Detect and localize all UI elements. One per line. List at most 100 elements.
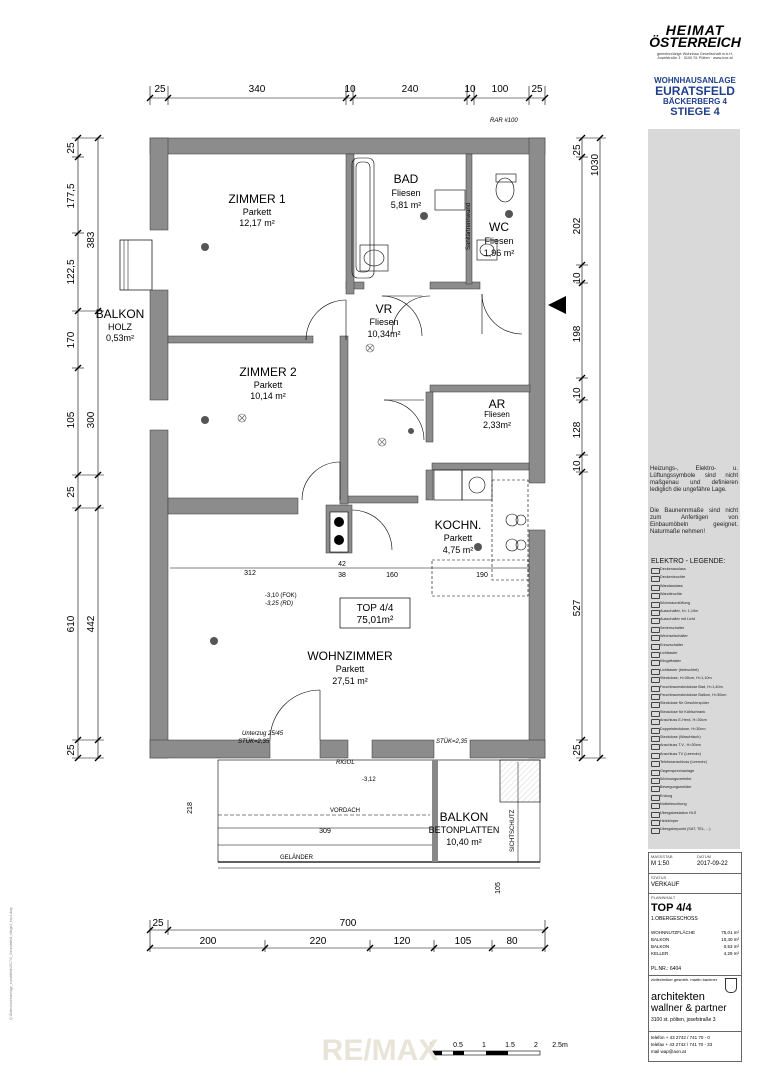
room-balkon-holz-name: BALKON: [96, 307, 145, 321]
balcony-wood: [119, 239, 153, 291]
dim-left-5: 25: [66, 486, 77, 498]
legend-item: Lichttaster (beleuchtet): [660, 667, 699, 672]
room-balkon-area: 10,40 m²: [446, 837, 482, 847]
room-balkon-name: BALKON: [440, 810, 489, 824]
note-symbols: Heizungs-, Elektro- u. Lüftungssymbole s…: [650, 466, 738, 493]
legend-symbol-icon: [651, 677, 660, 684]
dim-top-5: 100: [492, 84, 509, 95]
entry-arrow-icon: [548, 296, 566, 314]
room-bad-name: BAD: [394, 172, 419, 186]
mail: mail wap@aon.at: [651, 1049, 686, 1054]
chimney: [329, 511, 349, 553]
label-sichtschutz: SICHTSCHUTZ: [510, 809, 516, 852]
room-kochn-name: KOCHN.: [435, 518, 482, 532]
legend-item: Klingeltaster: [660, 659, 681, 664]
legend-symbol-icon: [651, 668, 660, 675]
grey-panel: [648, 129, 740, 849]
legend-symbol-icon: [651, 828, 660, 835]
scale-3: 1.5: [505, 1042, 515, 1049]
legend-symbol-icon: [651, 584, 660, 591]
dim-bottom-2: 120: [394, 936, 411, 947]
legend-item: Übergabepunkt (SAT, TEL, ...): [660, 827, 711, 832]
area-label: WOHNNUTZFLÄCHE: [651, 930, 695, 935]
legend-symbol-icon: [651, 601, 660, 608]
apartment-area: 75,01m²: [357, 615, 394, 626]
area-label: BALKON: [651, 944, 670, 949]
massstab-label: MASSSTAB: [651, 854, 673, 859]
dim-160: 160: [386, 572, 398, 579]
dim-right-7: 527: [572, 599, 583, 616]
area-label: BALKON: [651, 937, 670, 942]
label-vordach: VORDACH: [330, 808, 360, 814]
room-kochn-floor: Parkett: [444, 533, 473, 543]
legend-item: Anschluss T.V., H=30cm: [660, 743, 701, 748]
label-rigol: RIGOL: [336, 760, 355, 766]
scale-1: 0.5: [453, 1042, 463, 1049]
balcony-main: [217, 759, 541, 869]
tb-geschoss: 1.OBERGESCHOSS: [651, 916, 698, 922]
dim-right-inner-0: 1030: [590, 153, 601, 176]
dim-309: 309: [319, 828, 331, 835]
room-ar-name: AR: [489, 397, 506, 411]
room-ar-area: 2,33m²: [483, 420, 511, 430]
label-unterzug: Unterzug 25/45: [242, 731, 284, 737]
legend-symbol-icon: [651, 610, 660, 616]
room-vr-area: 10,34m²: [367, 329, 400, 339]
dim-bottom-4: 80: [506, 936, 518, 947]
watermark: RE/MAX: [322, 1034, 439, 1067]
dim-right-0: 25: [572, 144, 583, 156]
area-value: 0,53 m²: [723, 944, 739, 949]
dim-top-0: 25: [154, 84, 166, 95]
dim-left-0: 25: [66, 142, 77, 154]
room-bad-floor: Fliesen: [391, 188, 420, 198]
label-stuk-1: STÜK=2,35: [238, 738, 270, 745]
legend-item: Deckenauslass: [660, 567, 686, 571]
dim-bottom-1: 220: [310, 936, 327, 947]
legend-symbol-icon: [651, 576, 660, 583]
legend-symbol-icon: [651, 568, 660, 574]
legend-item: Doppelsteckdose, H=30cm: [660, 726, 706, 731]
legend-symbol-icon: [651, 626, 660, 633]
label-stuk-2: STÜK=2,35: [436, 738, 468, 745]
legend-item: Wechselschalter: [660, 634, 688, 639]
room-balkon-floor: BETONPLATTEN: [429, 825, 500, 835]
scale-bar: [431, 1050, 541, 1056]
legend-item: Anschluss E-Herd, H=30cm: [660, 718, 707, 723]
legend-symbol-icon: [651, 786, 660, 793]
dim-right-1: 202: [572, 217, 583, 234]
datum-value: 2017-09-22: [697, 861, 728, 867]
dim-top-6: 25: [531, 84, 543, 95]
dim-right-8: 25: [572, 744, 583, 756]
dim-left-2: 122,5: [66, 259, 77, 284]
legend-item: Steckdose für Kühlschrank: [660, 709, 706, 714]
arch-line2: wallner & partner: [651, 1003, 727, 1014]
dim-top-2: 10: [344, 84, 356, 95]
dim-left-4: 105: [66, 411, 77, 428]
project-label: WOHNHAUSANLAGE: [654, 76, 736, 85]
dim-218: 218: [187, 802, 194, 814]
legend-item: Lichttaster: [660, 651, 678, 655]
legend-item: Steckdose für Geschirrspüler: [660, 701, 709, 706]
legend-symbol-icon: [651, 727, 660, 734]
project-info: WOHNHAUSANLAGE EURATSFELD BÄCKERBERG 4 S…: [640, 76, 750, 118]
legend-symbol-icon: [651, 710, 660, 717]
dim-left-7: 25: [66, 744, 77, 756]
left-dimensions: [72, 134, 104, 762]
legend-item: Ausschalter, H= 1,10m: [660, 609, 699, 613]
dim-right-3: 198: [572, 325, 583, 342]
dim-top-4: 10: [464, 84, 476, 95]
legend-item: Feuchtraumsteckdose Balkon, H=30cm: [660, 693, 727, 697]
legend-item: Deckenleuchte: [660, 575, 686, 580]
legend-symbol-icon: [651, 769, 660, 776]
arch-small: zivilechniker gesmbh. martin bachner: [651, 977, 718, 982]
legend-item: Wandauslass: [660, 583, 683, 588]
status-value: VERKAUF: [651, 882, 680, 888]
logo-address: Josefstraße 3 · 3100 St. Pölten · www.ho…: [657, 56, 733, 60]
apartment-box: TOP 4/4 75,01m²: [339, 597, 411, 629]
label-level-fok: -3,10 (FOK): [265, 593, 297, 599]
legend-symbol-icon: [651, 820, 660, 826]
legend-item: Erdung: [660, 793, 673, 798]
legend-title: ELEKTRO - LEGENDE:: [651, 558, 726, 565]
dim-105: 105: [495, 882, 502, 894]
